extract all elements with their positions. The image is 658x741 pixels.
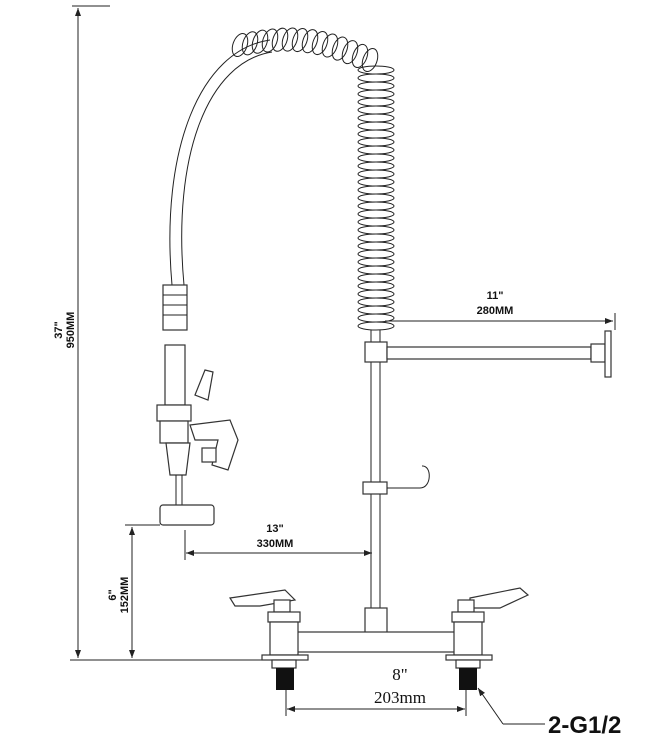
coil-loop <box>357 129 395 139</box>
coil-loop <box>357 209 395 219</box>
center-spacing-mm: 203mm <box>374 688 426 707</box>
coil-loop <box>357 225 395 235</box>
coil-loop <box>357 137 395 147</box>
swing-spout <box>386 330 612 378</box>
coil-loop <box>361 47 379 73</box>
center-spacing-inch: 8" <box>392 665 407 684</box>
coil-loop <box>281 27 299 52</box>
spout-reach-dimension <box>385 313 616 330</box>
coil-loop <box>291 27 309 53</box>
coil-loop <box>357 105 395 115</box>
coil-loop <box>357 185 395 195</box>
spout-reach-mm: 280MM <box>477 305 514 317</box>
coil-loop <box>357 113 395 123</box>
coil-loop <box>311 30 329 56</box>
coil-loop <box>241 31 259 56</box>
coil-loop <box>357 217 395 227</box>
coil-loop <box>301 29 319 54</box>
coil-loop <box>357 161 395 171</box>
sprayer-reach-inch: 13" <box>266 523 283 535</box>
riser-pipe <box>362 330 430 634</box>
coil-loop <box>357 89 395 99</box>
coil-loop <box>357 121 395 131</box>
coil-loop <box>357 265 395 275</box>
coil-loop <box>231 32 249 58</box>
connection-label: 2-G1/2 <box>548 712 621 739</box>
coil-loop <box>357 289 395 299</box>
center-spacing-dimension <box>285 690 467 716</box>
right-valve <box>445 587 530 690</box>
coil-loop <box>357 177 395 187</box>
coil-loop <box>357 153 395 163</box>
coil-loop <box>357 249 395 259</box>
coil-loop <box>357 321 395 331</box>
sprayer-height-inch: 6" <box>107 589 119 600</box>
coil-loop <box>357 257 395 267</box>
sprayer-reach-mm: 330MM <box>257 538 294 550</box>
coil-loop <box>357 305 395 315</box>
coil-loop <box>261 28 279 53</box>
spray-valve <box>156 284 239 526</box>
coil-loop <box>271 27 289 52</box>
spring-coil <box>231 27 395 331</box>
pre-rinse-hose <box>169 39 273 286</box>
coil-loop <box>251 29 269 54</box>
coil-loop <box>357 73 395 83</box>
coil-loop <box>357 273 395 283</box>
coil-loop <box>357 297 395 307</box>
coil-loop <box>357 145 395 155</box>
coil-loop <box>351 43 369 69</box>
coil-loop <box>357 193 395 203</box>
coil-loop <box>357 97 395 107</box>
coil-loop <box>331 36 349 61</box>
total-height-mm: 950MM <box>65 312 77 349</box>
spout-reach-inch: 11" <box>487 290 504 302</box>
deck-base <box>229 587 530 690</box>
sprayer-height-mm: 152MM <box>119 577 131 614</box>
sprayer-height-dimension <box>125 524 160 658</box>
total-height-dimension <box>70 5 300 661</box>
coil-loop <box>357 81 395 91</box>
coil-loop <box>357 233 395 243</box>
coil-loop <box>357 281 395 291</box>
coil-loop <box>321 33 339 58</box>
sprayer-reach-dimension <box>184 530 372 560</box>
coil-loop <box>341 40 359 65</box>
coil-loop <box>357 169 395 179</box>
coil-loop <box>357 201 395 211</box>
total-height-inch: 37" <box>53 321 65 338</box>
coil-loop <box>357 241 395 251</box>
connection-leader <box>477 687 545 725</box>
left-valve <box>229 589 309 690</box>
